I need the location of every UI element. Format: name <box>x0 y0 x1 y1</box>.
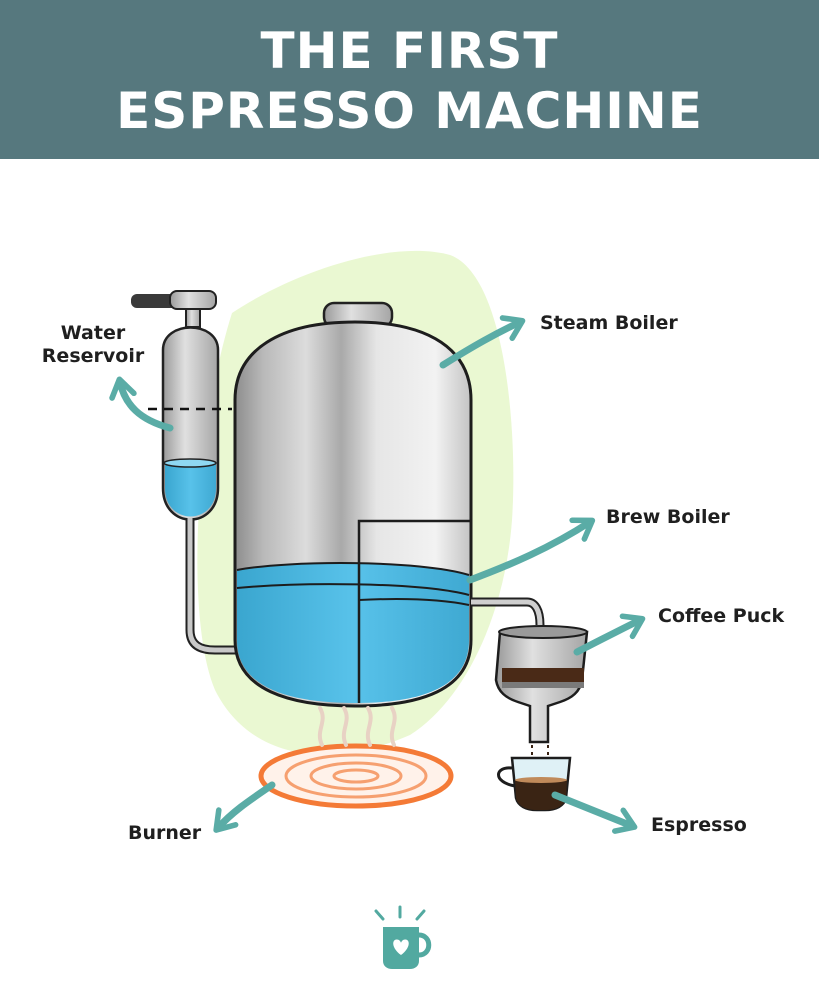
water-reservoir <box>131 290 240 655</box>
arrow-steam-boiler <box>439 315 526 369</box>
page-title-line-2: ESPRESSO MACHINE <box>116 82 703 140</box>
label-water-reservoir-line-2: Reservoir <box>41 345 145 367</box>
label-water-reservoir: Water Reservoir <box>38 322 148 368</box>
arrow-water-reservoir <box>109 376 174 432</box>
label-water-reservoir-line-1: Water <box>60 322 126 344</box>
header-banner: THE FIRST ESPRESSO MACHINE <box>0 0 819 159</box>
espresso-machine-diagram <box>109 250 646 969</box>
arrow-brew-boiler <box>466 517 596 584</box>
coffee-mug-heart-icon <box>374 905 432 969</box>
label-burner: Burner <box>128 822 202 844</box>
label-steam-boiler: Steam Boiler <box>540 312 678 334</box>
espresso-cup <box>497 756 572 812</box>
label-brew-boiler: Brew Boiler <box>606 506 730 528</box>
arrow-espresso <box>551 791 638 834</box>
label-espresso: Espresso <box>651 814 747 836</box>
burner <box>258 706 454 809</box>
coffee-filter <box>494 625 589 768</box>
boiler <box>233 301 545 708</box>
arrow-coffee-puck <box>573 613 646 656</box>
arrow-burner <box>213 781 276 833</box>
label-coffee-puck: Coffee Puck <box>658 605 785 627</box>
page-title-line-1: THE FIRST <box>260 22 559 80</box>
